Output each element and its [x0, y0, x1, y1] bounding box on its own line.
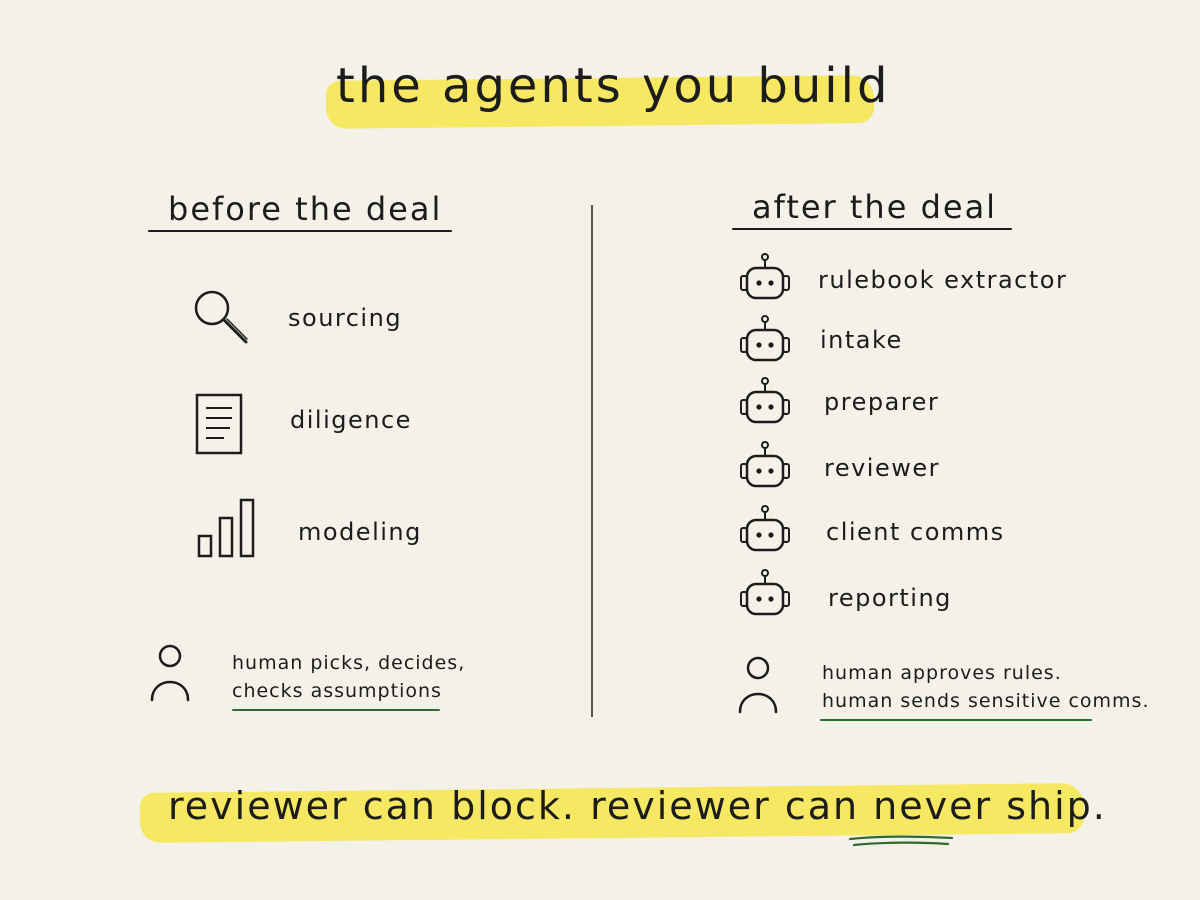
robot-icon — [738, 376, 792, 426]
robot-icon — [738, 440, 792, 490]
after-note-line2: human sends sensitive comms. — [822, 690, 1150, 712]
footer-statement: reviewer can block. reviewer can never s… — [168, 784, 1107, 828]
after-item-label: intake — [820, 326, 903, 354]
before-item-label: diligence — [290, 406, 412, 434]
before-heading-rule — [148, 230, 452, 232]
person-icon — [736, 652, 780, 716]
after-item-label: reviewer — [824, 454, 941, 482]
robot-icon — [738, 504, 792, 554]
before-heading: before the deal — [168, 190, 443, 228]
before-note-line2: checks assumptions — [232, 680, 442, 702]
page-title: the agents you build — [336, 58, 891, 114]
emphasis-underline — [848, 835, 954, 847]
before-item-label: modeling — [298, 518, 422, 546]
after-item-label: client comms — [826, 518, 1005, 546]
document-icon — [194, 392, 246, 458]
footer-part1: reviewer can block. reviewer can — [168, 784, 874, 828]
person-icon — [148, 640, 192, 704]
column-divider — [591, 205, 593, 717]
robot-icon — [738, 314, 792, 364]
after-item-label: reporting — [828, 584, 952, 612]
footer-emphasis: never — [873, 784, 993, 828]
after-item-label: rulebook extractor — [818, 266, 1068, 294]
bar-chart-icon — [196, 496, 258, 560]
robot-icon — [738, 252, 792, 302]
footer-part2: ship. — [992, 784, 1107, 828]
magnifier-icon — [190, 286, 254, 350]
before-note-line1: human picks, decides, — [232, 652, 466, 674]
after-note-line1: human approves rules. — [822, 662, 1062, 684]
before-note-underline — [232, 709, 440, 711]
robot-icon — [738, 568, 792, 618]
after-note-underline — [820, 719, 1092, 721]
before-item-label: sourcing — [288, 304, 403, 332]
after-heading: after the deal — [752, 188, 998, 226]
after-heading-rule — [732, 228, 1012, 230]
after-item-label: preparer — [824, 388, 940, 416]
